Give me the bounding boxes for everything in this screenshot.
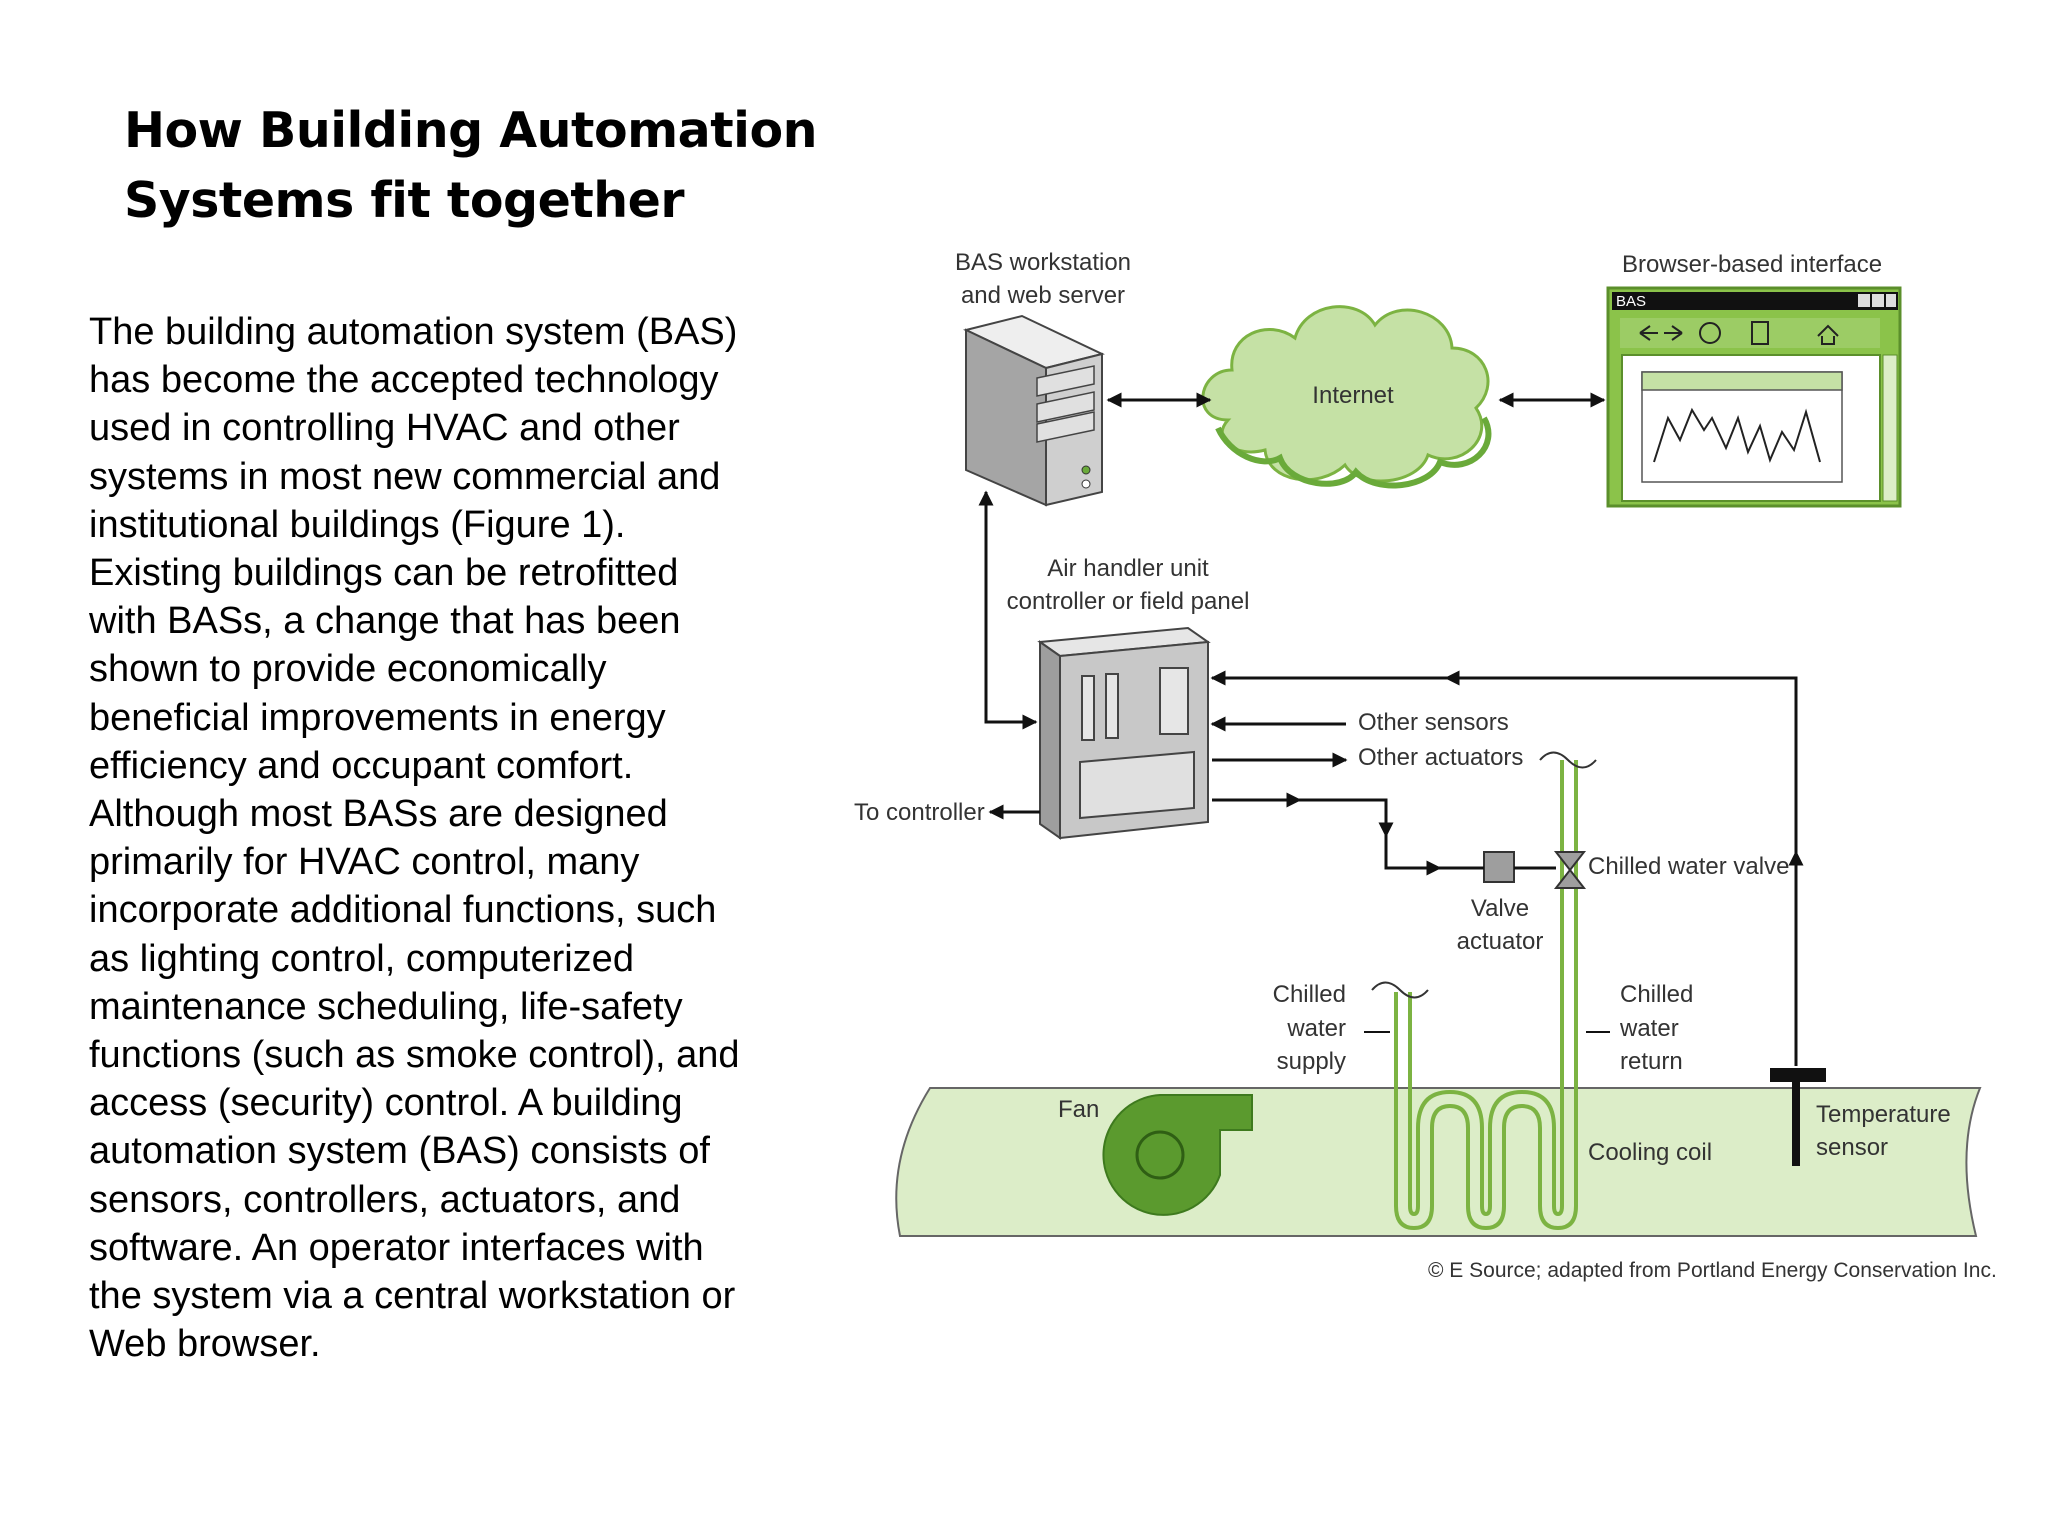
return-break-symbol xyxy=(1539,751,1597,769)
body-line: incorporate additional functions, such xyxy=(89,889,717,932)
chilled-water-valve-icon xyxy=(1553,851,1587,889)
valve-actuator-label-line: Valve xyxy=(1471,895,1529,922)
body-line: The building automation system (BAS) xyxy=(89,311,738,353)
body-line: the system via a central workstation or xyxy=(89,1275,736,1318)
fan-icon xyxy=(1102,1094,1253,1216)
body-line: used in controlling HVAC and other xyxy=(89,407,680,450)
ahu-label-line: controller or field panel xyxy=(1007,588,1250,615)
chilled-water-valve-label: Chilled water valve xyxy=(1588,853,1789,880)
supply-break-symbol xyxy=(1371,981,1429,999)
body-line: beneficial improvements in energy xyxy=(89,696,666,739)
cooling-coil-label: Cooling coil xyxy=(1588,1139,1712,1166)
valve-actuator-icon xyxy=(1483,851,1515,883)
body-line: as lighting control, computerized xyxy=(89,937,634,980)
body-line: shown to provide economically xyxy=(89,648,607,691)
to-controller-label: To controller xyxy=(854,799,985,826)
credit-text: © E Source; adapted from Portland Energy… xyxy=(1428,1259,1997,1282)
internet-cloud-icon xyxy=(1201,305,1492,489)
body-line: access (security) control. A building xyxy=(89,1082,683,1125)
temperature-sensor-icon xyxy=(1770,1068,1826,1166)
connection-lines xyxy=(978,392,1804,1066)
ahu-label-line: Air handler unit xyxy=(1047,555,1209,582)
chilled-supply-label-line: supply xyxy=(1277,1048,1346,1075)
body-line: sensors, controllers, actuators, and xyxy=(89,1178,681,1221)
chilled-return-label-line: return xyxy=(1620,1048,1683,1075)
workstation-server-icon xyxy=(963,314,1105,507)
browser-interface-label: Browser-based interface xyxy=(1622,251,1882,278)
slide-title: How Building Automation Systems fit toge… xyxy=(124,96,824,236)
slide-title-line: Systems fit together xyxy=(124,172,685,229)
other-actuators-label: Other actuators xyxy=(1358,744,1523,771)
body-line: primarily for HVAC control, many xyxy=(89,841,640,884)
chilled-return-label-line: Chilled xyxy=(1620,981,1693,1008)
workstation-label-line: BAS workstation xyxy=(955,249,1131,276)
chilled-return-label-line: water xyxy=(1619,1015,1679,1042)
temperature-sensor-label-line: sensor xyxy=(1816,1134,1888,1161)
body-line: automation system (BAS) consists of xyxy=(89,1130,710,1173)
body-line: with BASs, a change that has been xyxy=(89,600,681,643)
valve-actuator-label-line: actuator xyxy=(1457,928,1544,955)
browser-window-icon: BAS xyxy=(1606,286,1902,508)
cooling-coil-pipes xyxy=(1394,760,1578,1231)
body-line: has become the accepted technology xyxy=(89,359,719,402)
body-line: maintenance scheduling, life-safety xyxy=(89,985,683,1028)
body-line: systems in most new commercial and xyxy=(89,455,721,498)
temperature-sensor-label-line: Temperature xyxy=(1816,1101,1951,1128)
body-line: Although most BASs are designed xyxy=(89,793,668,836)
body-line: efficiency and occupant comfort. xyxy=(89,744,634,787)
ahu-controller-panel-icon xyxy=(1037,626,1211,840)
slide-title-line: How Building Automation xyxy=(124,102,818,159)
other-sensors-label: Other sensors xyxy=(1358,709,1509,736)
body-line: functions (such as smoke control), and xyxy=(89,1034,740,1077)
chilled-supply-label-line: water xyxy=(1286,1015,1346,1042)
body-line: institutional buildings (Figure 1). xyxy=(89,503,626,546)
internet-label: Internet xyxy=(1312,382,1394,409)
body-line: software. An operator interfaces with xyxy=(89,1226,704,1269)
chilled-supply-label-line: Chilled xyxy=(1273,981,1346,1008)
fan-label: Fan xyxy=(1058,1096,1099,1123)
body-line: Web browser. xyxy=(89,1323,321,1366)
body-paragraph: The building automation system (BAS) has… xyxy=(89,308,809,1368)
body-line: Existing buildings can be retrofitted xyxy=(89,552,679,595)
browser-window-title: BAS xyxy=(1616,293,1646,310)
workstation-label-line: and web server xyxy=(961,282,1125,309)
